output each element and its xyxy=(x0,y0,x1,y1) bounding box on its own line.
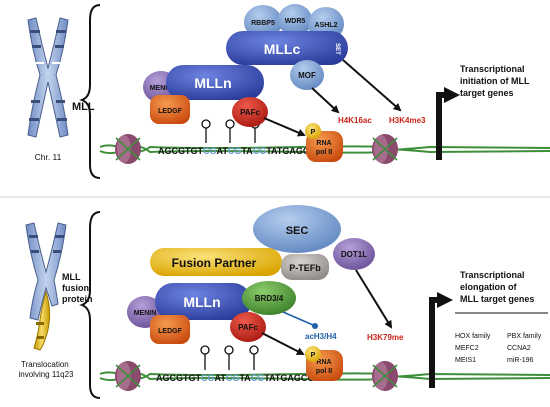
svg-text:MLLn: MLLn xyxy=(194,75,231,91)
fusion-chromosome-icon xyxy=(25,222,67,351)
svg-text:SEC: SEC xyxy=(286,225,309,237)
protein-pafc: PAFc xyxy=(232,97,268,127)
mark-h3k79me: H3K79me xyxy=(367,333,404,342)
protein-pafc-bottom: PAFc xyxy=(230,312,266,342)
protein-mlln-bottom: MLLn xyxy=(155,283,251,320)
nucleosome-bottom-right xyxy=(372,361,398,391)
arrow-pafc-to-polii-top xyxy=(263,117,306,137)
protein-mlln: MLLn xyxy=(166,65,264,100)
protein-mllc: MLLc SET xyxy=(226,31,348,65)
ach3h4-dot xyxy=(312,323,318,329)
svg-text:LEDGF: LEDGF xyxy=(158,108,182,115)
svg-text:RNA: RNA xyxy=(316,359,331,366)
svg-text:MOF: MOF xyxy=(298,71,316,80)
protein-rbbp5: RBBP5 xyxy=(244,5,282,39)
rna-pol-ii-top: RNA pol II xyxy=(306,131,343,162)
svg-text:Fusion Partner: Fusion Partner xyxy=(172,256,257,270)
protein-sec: SEC xyxy=(253,205,341,253)
protein-fusion-partner: Fusion Partner xyxy=(150,248,282,276)
protein-wdr5: WDR5 xyxy=(278,4,312,36)
mll-fusion-label: MLL fusion protein xyxy=(62,272,93,304)
bottom-panel: Translocation involving 11q23 MLL fusion… xyxy=(18,205,550,399)
cpg-pins-bottom xyxy=(200,345,259,370)
nucleosome-bottom-left xyxy=(115,361,141,391)
arrow-set-to-h3k4me3 xyxy=(342,59,402,112)
protein-ptefb: P-TEFb xyxy=(281,254,329,280)
svg-text:MLLc: MLLc xyxy=(264,41,301,57)
svg-text:MENIN: MENIN xyxy=(134,310,157,317)
svg-text:LEDGF: LEDGF xyxy=(158,328,182,335)
svg-text:BRD3/4: BRD3/4 xyxy=(255,294,284,303)
protein-brd34: BRD3/4 xyxy=(242,281,296,315)
set-domain-label: SET xyxy=(334,43,340,55)
svg-text:MENIN: MENIN xyxy=(150,85,173,92)
dna-sequence-top: AGCGTGTCGATCGTACGTATGAGCG xyxy=(158,146,316,156)
protein-ledgf-bottom: LEDGF xyxy=(150,315,190,344)
transcription-arrow-bottom xyxy=(429,292,453,388)
svg-text:MLLn: MLLn xyxy=(183,294,220,310)
target-genes-col2: PBX family CCNA2 miR-196 xyxy=(507,333,543,364)
arrow-pafc-to-polii-bottom xyxy=(261,332,305,355)
svg-text:pol II: pol II xyxy=(316,149,332,156)
chromosome-label: Chr. 11 xyxy=(35,152,62,162)
nucleosome-top-right xyxy=(372,134,398,164)
translocation-label: Translocation involving 11q23 xyxy=(18,360,74,379)
nucleosome-top-left xyxy=(115,134,141,164)
protein-dot1l: DOT1L xyxy=(333,238,375,270)
mark-ach3h4: acH3/H4 xyxy=(305,332,337,341)
protein-ledgf: LEDGF xyxy=(150,95,190,124)
svg-text:ASHL2: ASHL2 xyxy=(315,22,338,29)
svg-text:P: P xyxy=(311,129,316,136)
brace-bottom xyxy=(79,211,101,399)
svg-text:PAFc: PAFc xyxy=(240,108,260,117)
svg-text:P: P xyxy=(311,352,316,359)
phospho-p-top: P xyxy=(305,123,321,139)
svg-text:P-TEFb: P-TEFb xyxy=(289,263,321,273)
phospho-p-bottom: P xyxy=(305,346,321,362)
svg-text:pol II: pol II xyxy=(316,368,332,375)
svg-text:WDR5: WDR5 xyxy=(285,18,306,25)
transcription-arrow-top xyxy=(436,87,460,160)
top-panel: Chr. 11 MLL AGCGTGTCGATCGTACGTATG xyxy=(27,4,550,179)
gene-label-mll: MLL xyxy=(72,101,95,113)
outcome-text-bottom: Transcriptional elongation of MLL target… xyxy=(460,270,534,304)
mark-h3k4me3: H3K4me3 xyxy=(389,116,426,125)
svg-text:DOT1L: DOT1L xyxy=(341,250,367,259)
target-genes-col1: HOX family MEFC2 MEIS1 xyxy=(455,333,492,364)
svg-text:RNA: RNA xyxy=(316,140,331,147)
outcome-text-top: Transcriptional initiation of MLL target… xyxy=(460,64,532,98)
chromosome-11-icon xyxy=(27,17,69,138)
dna-sequence-bottom: AGCGTGTCGATCGTACGTATGAGCG xyxy=(156,373,314,383)
mark-h4k16ac: H4K16ac xyxy=(338,116,372,125)
arrow-mof-to-h4k16ac xyxy=(311,87,340,114)
brace-top xyxy=(79,4,101,179)
arrow-brd34-to-ach3h4 xyxy=(282,311,314,326)
arrow-dot1l-to-h3k79me xyxy=(355,269,393,329)
svg-text:PAFc: PAFc xyxy=(238,323,258,332)
svg-text:RBBP5: RBBP5 xyxy=(251,20,275,27)
protein-mof: MOF xyxy=(290,60,324,90)
